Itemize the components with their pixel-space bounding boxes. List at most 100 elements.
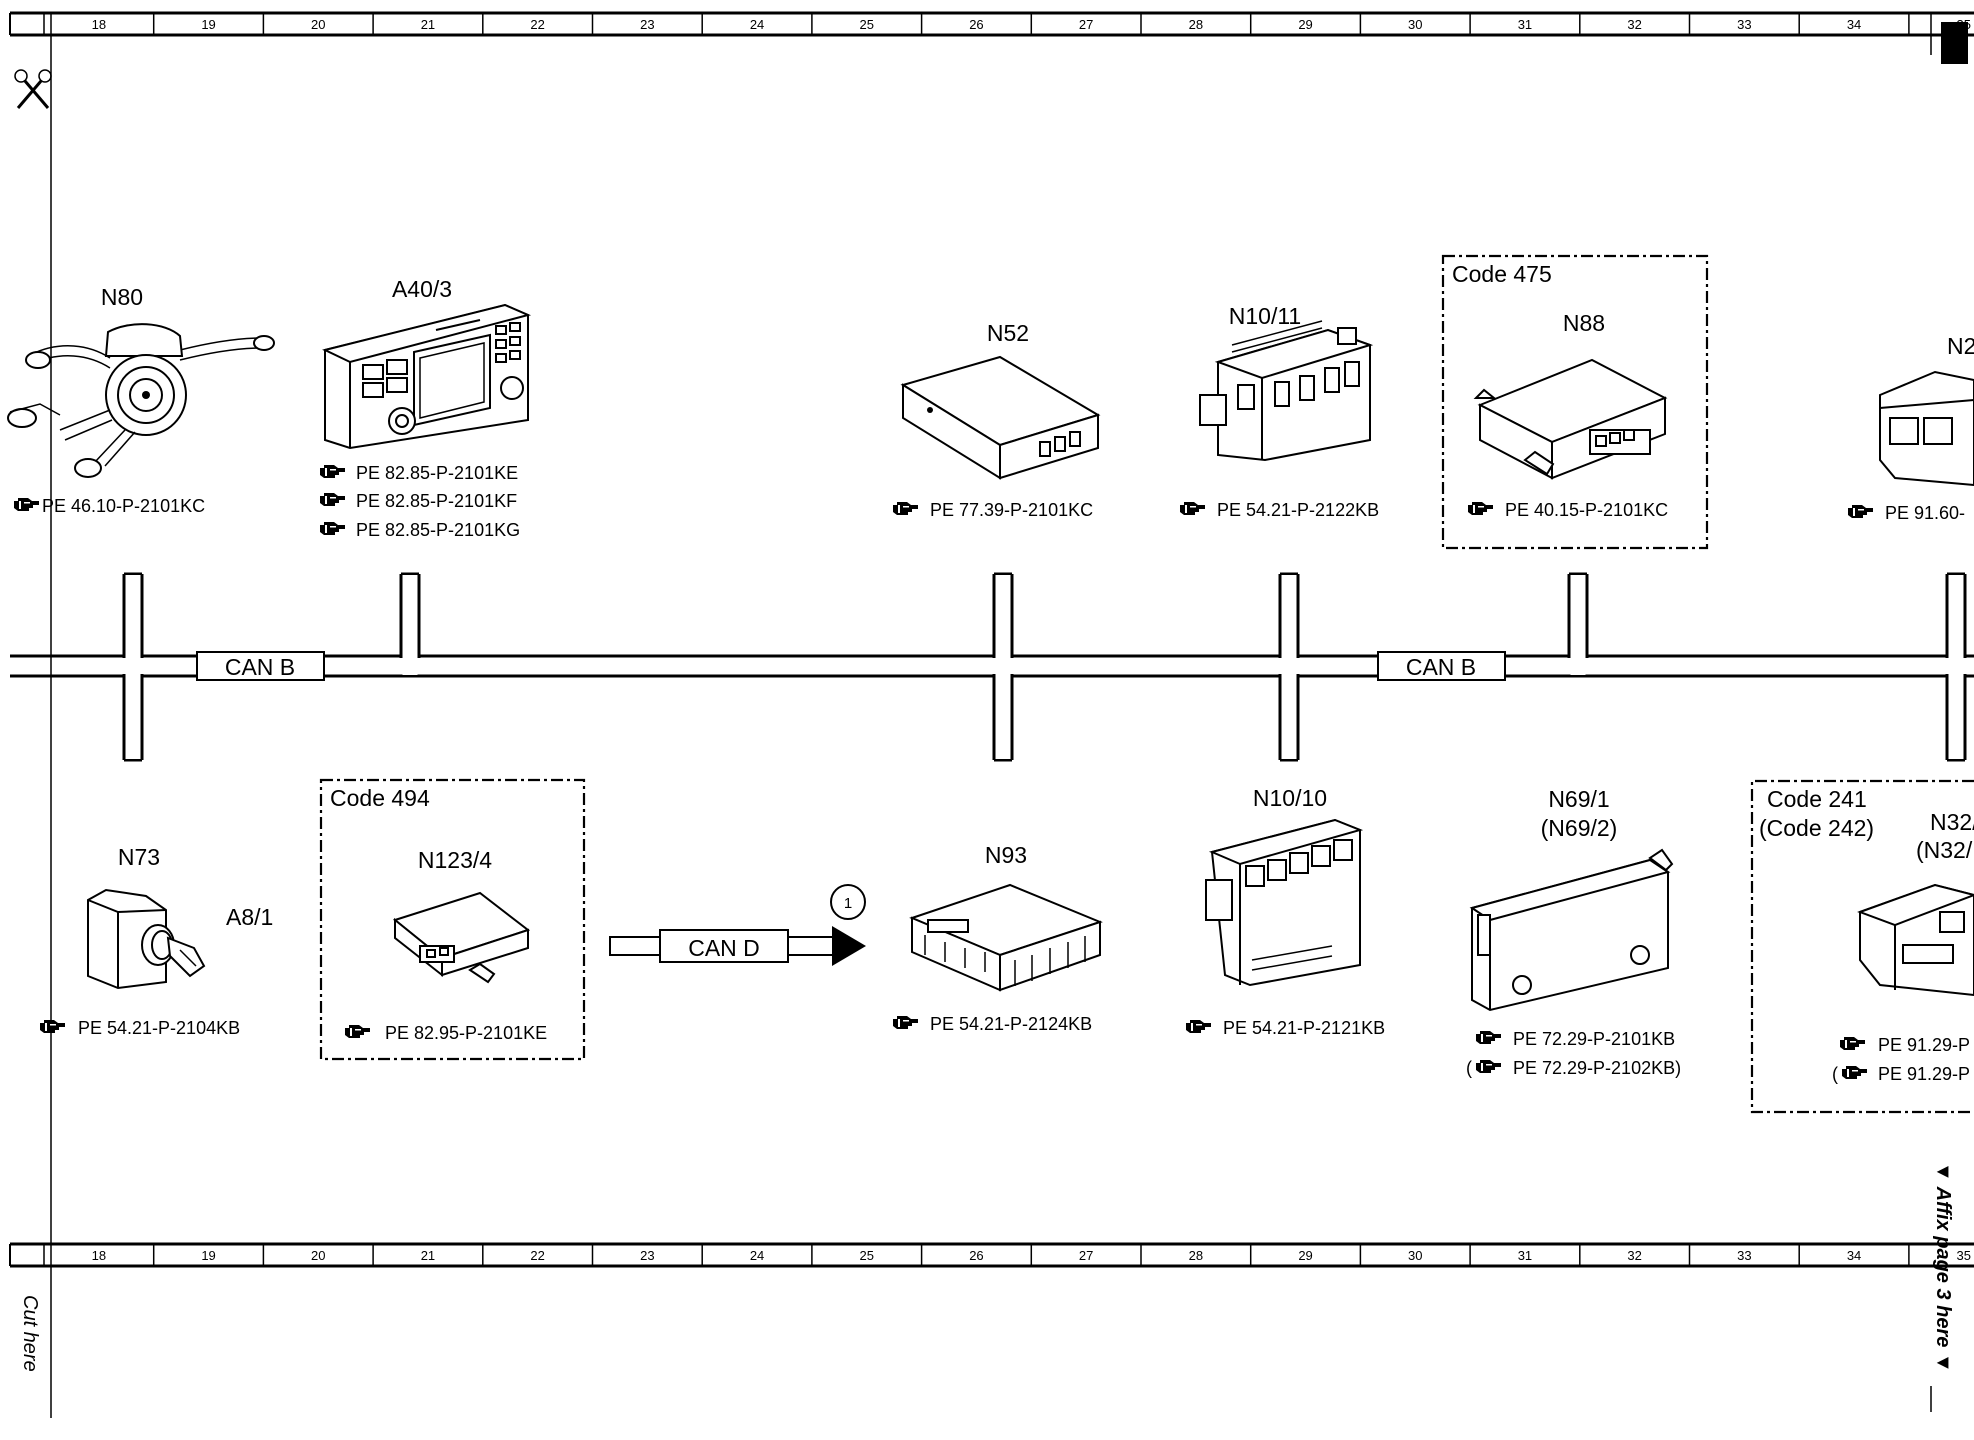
component-label: (N69/2) bbox=[1541, 815, 1618, 841]
bus-tap bbox=[1278, 674, 1300, 760]
code-242-label: (Code 242) bbox=[1759, 815, 1874, 841]
can-b-label-right: CAN B bbox=[1377, 651, 1506, 681]
bus-tap-gap bbox=[402, 575, 418, 675]
component-label: A8/1 bbox=[226, 904, 273, 930]
ruler-bottom-number: 29 bbox=[1298, 1248, 1312, 1263]
ruler-top-number: 19 bbox=[201, 17, 215, 32]
component-n69-1: N69/1 (N69/2) PE 72.29-P-2101KB ( PE 72.… bbox=[1466, 786, 1681, 1078]
component-n10-11: N10/11 PE 54.21-P-2122KB bbox=[1180, 303, 1379, 520]
ruler-top-number: 26 bbox=[969, 17, 983, 32]
bus-tap-gap bbox=[1281, 575, 1297, 675]
ruler-bottom-number: 33 bbox=[1737, 1248, 1751, 1263]
ruler-top-number: 34 bbox=[1847, 17, 1861, 32]
cut-here-text: Cut here bbox=[19, 1295, 41, 1372]
component-label: N52 bbox=[987, 320, 1029, 346]
component-label: N10/10 bbox=[1253, 785, 1327, 811]
ref-text: PE 40.15-P-2101KC bbox=[1505, 500, 1668, 520]
component-label: N32/ bbox=[1930, 809, 1974, 835]
component-label: (N32/ bbox=[1916, 837, 1973, 863]
ref-text: PE 82.85-P-2101KG bbox=[356, 520, 520, 540]
code-241-box bbox=[1750, 779, 1974, 1114]
svg-text:CAN B: CAN B bbox=[1406, 654, 1476, 680]
sam-control-unit-icon bbox=[1199, 320, 1374, 462]
code-241-label: Code 241 bbox=[1767, 786, 1867, 812]
code-494-label: Code 494 bbox=[330, 785, 430, 811]
bus-tap-gap bbox=[125, 657, 141, 759]
ruler-bottom-number: 26 bbox=[969, 1248, 983, 1263]
ruler-bottom-number: 28 bbox=[1189, 1248, 1203, 1263]
svg-text:CAN B: CAN B bbox=[225, 654, 295, 680]
door-control-unit-icon bbox=[1469, 848, 1674, 1012]
ruler-top-number: 27 bbox=[1079, 17, 1093, 32]
bus-tap bbox=[1567, 574, 1589, 658]
ruler-top bbox=[9, 11, 1974, 37]
ref-text: PE 91.29-P bbox=[1878, 1064, 1970, 1084]
component-a40-3: A40/3 PE 82.85-P-2101KE PE 82.85-P-2101 bbox=[320, 276, 532, 540]
component-n2: N2 PE 91.60- bbox=[1848, 333, 1974, 523]
svg-text:CAN D: CAN D bbox=[688, 935, 760, 961]
bus-tap-gap bbox=[125, 575, 141, 675]
can-d-link: CAN D 1 bbox=[609, 884, 866, 966]
ref-text: PE 77.39-P-2101KC bbox=[930, 500, 1093, 520]
head-unit-icon bbox=[322, 303, 532, 450]
control-unit-icon bbox=[900, 355, 1101, 480]
component-n73: N73 A8/1 PE 54.21-P-2104KB bbox=[40, 844, 273, 1038]
ref-text: PE 72.29-P-2101KB bbox=[1513, 1029, 1675, 1049]
component-label: N80 bbox=[101, 284, 143, 310]
ruler-bottom-number: 31 bbox=[1518, 1248, 1532, 1263]
ref-text: PE 91.60- bbox=[1885, 503, 1965, 523]
ruler-top-number: 28 bbox=[1189, 17, 1203, 32]
ruler-bottom-number: 34 bbox=[1847, 1248, 1861, 1263]
ruler-top-number: 29 bbox=[1298, 17, 1312, 32]
ruler-top-number: 22 bbox=[530, 17, 544, 32]
bus-tap-gap bbox=[1948, 575, 1964, 675]
ruler-bottom-number: 20 bbox=[311, 1248, 325, 1263]
ref-text: PE 54.21-P-2104KB bbox=[78, 1018, 240, 1038]
ruler-bottom-number: 27 bbox=[1079, 1248, 1093, 1263]
component-n80: N80 PE 46.10-P-2101KC bbox=[7, 284, 275, 516]
telematics-control-unit-icon bbox=[392, 891, 531, 984]
code-475-box bbox=[1441, 254, 1709, 550]
ref-paren: ( bbox=[1832, 1064, 1838, 1084]
component-n52: N52 PE 77.39-P-2101KC bbox=[893, 320, 1101, 520]
ruler-bottom bbox=[9, 1242, 1974, 1268]
component-label: A40/3 bbox=[392, 276, 452, 302]
component-label: N10/11 bbox=[1229, 303, 1301, 329]
ruler-bottom-number: 22 bbox=[530, 1248, 544, 1263]
ruler-bottom-number: 18 bbox=[92, 1248, 106, 1263]
ruler-top-number: 31 bbox=[1518, 17, 1532, 32]
ruler-bottom-number: 24 bbox=[750, 1248, 764, 1263]
component-label: N93 bbox=[985, 842, 1027, 868]
ref-text: PE 82.85-P-2101KE bbox=[356, 463, 518, 483]
ruler-top-number: 35 bbox=[1957, 17, 1971, 32]
ref-text: PE 82.85-P-2101KF bbox=[356, 491, 517, 511]
page-marker bbox=[1941, 22, 1968, 64]
bus-tap-gap bbox=[1948, 657, 1964, 759]
component-n123-4: N123/4 PE 82.95-P-2101KE bbox=[345, 847, 547, 1043]
component-n32: N32/ (N32/ PE 91.29-P ( PE 91.29-P bbox=[1832, 809, 1974, 1084]
ref-paren: ( bbox=[1466, 1058, 1472, 1078]
scissors-icon bbox=[14, 69, 52, 109]
component-label: N88 bbox=[1563, 310, 1605, 336]
bus-tap bbox=[122, 574, 144, 658]
component-n10-10: N10/10 PE 54.21-P-2121KB bbox=[1186, 785, 1385, 1038]
bus-tap bbox=[1945, 574, 1967, 658]
connector-unit-icon bbox=[1879, 370, 1974, 487]
ref-text: PE 46.10-P-2101KC bbox=[42, 496, 205, 516]
ruler-top-number: 18 bbox=[92, 17, 106, 32]
ref-text: PE 54.21-P-2122KB bbox=[1217, 500, 1379, 520]
ruler-top-number: 24 bbox=[750, 17, 764, 32]
ruler-top-number: 33 bbox=[1737, 17, 1751, 32]
seat-control-unit-icon bbox=[1857, 883, 1974, 997]
bus-tap-gap bbox=[995, 575, 1011, 675]
ruler-top-number: 25 bbox=[860, 17, 874, 32]
ruler-top-number: 30 bbox=[1408, 17, 1422, 32]
component-label: N2 bbox=[1947, 333, 1974, 359]
bus-tap bbox=[399, 574, 421, 658]
component-n93: N93 PE 54.21-P-2124KB bbox=[893, 842, 1103, 1034]
ruler-top-number: 23 bbox=[640, 17, 654, 32]
ref-text: PE 54.21-P-2121KB bbox=[1223, 1018, 1385, 1038]
bus-tap bbox=[122, 674, 144, 760]
